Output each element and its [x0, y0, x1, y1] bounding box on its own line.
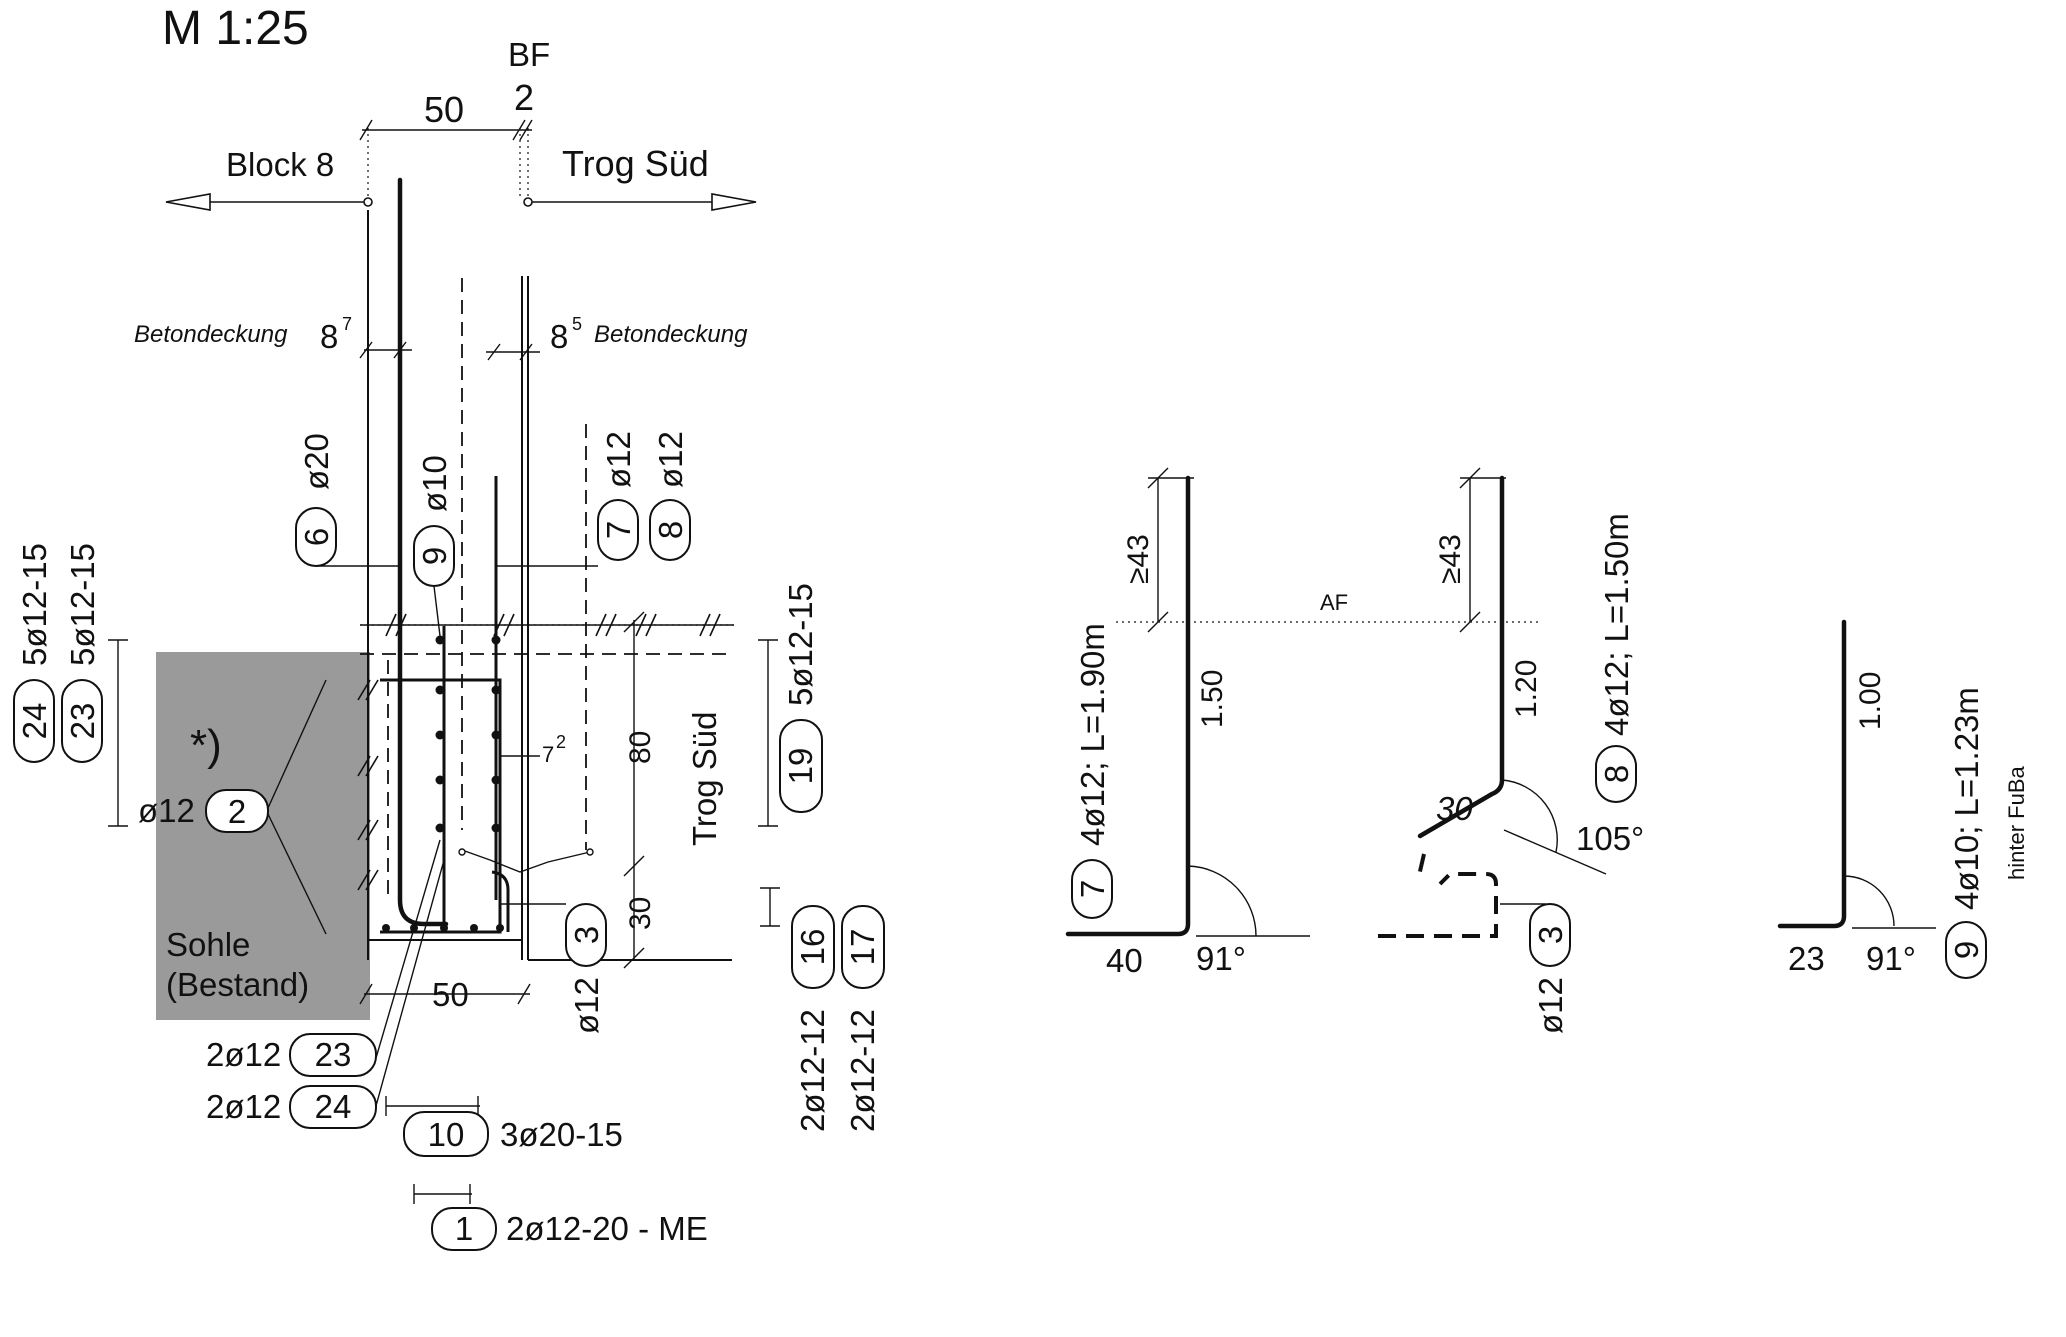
af-label: AF — [1320, 590, 1348, 615]
dim-7: 7 — [542, 742, 554, 767]
cover-right-value: 8 — [550, 318, 568, 355]
shape-7-leg: 40 — [1106, 942, 1143, 979]
top-dimension: BF 2 50 — [359, 36, 550, 141]
dim-50-bottom: 50 — [432, 976, 469, 1013]
shape-7-spec: 4ø12; L=1.90m — [1074, 623, 1111, 846]
bar-3-tag: 3 — [568, 926, 605, 944]
bar-9-tag: 9 — [416, 547, 453, 565]
shape-bar-7: ≥43 1.50 7 4ø12; L=1.90m 40 91° — [1065, 467, 1310, 979]
bar-23-spec: 5ø12-15 — [64, 543, 101, 666]
bar-24-spec: 5ø12-15 — [16, 543, 53, 666]
shape-bar-8: ≥43 1.20 4ø12; L=1.50m 8 30 105° 3 ø12 — [1378, 467, 1644, 1034]
bar-19-callout: 19 5ø12-15 — [758, 583, 823, 827]
existing-slab — [156, 652, 370, 1020]
shape-8-dia2: ø12 — [1532, 977, 1569, 1034]
shape-9-leg: 23 — [1788, 940, 1825, 977]
cover-right-sup: 5 — [572, 314, 582, 334]
bar-9-dia: ø10 — [416, 455, 453, 512]
bottom-dim-50: 50 — [359, 976, 531, 1013]
bar-9-callout: 9 ø10 — [413, 455, 455, 637]
bar-10-callout: 10 3ø20-15 — [385, 1096, 623, 1157]
bar-1-tag: 1 — [455, 1210, 473, 1247]
bar-24b-spec: 2ø12 — [206, 1088, 281, 1125]
dim-80: 80 — [624, 731, 657, 764]
soil-line-1: Sohle — [166, 926, 250, 963]
trog-sued-vertical: Trog Süd — [686, 711, 723, 846]
cover-left-value: 8 — [320, 318, 338, 355]
bar-7-tag: 7 — [600, 521, 637, 539]
bar-19-spec: 5ø12-15 — [782, 583, 819, 706]
shape-8-tag: 8 — [1598, 765, 1635, 783]
concrete-cover: Betondeckung 8 7 8 5 Betondeckung — [134, 314, 748, 361]
bar-6-tag: 6 — [298, 528, 335, 546]
dim-30: 30 — [624, 897, 657, 930]
shape-9-tag: 9 — [1948, 941, 1985, 959]
cover-left-sup: 7 — [342, 314, 352, 334]
block-8-label: Block 8 — [226, 146, 334, 183]
footnote-star: *) — [190, 721, 222, 770]
bar-24-tag: 24 — [16, 703, 53, 740]
bar-23b-spec: 2ø12 — [206, 1036, 281, 1073]
bar-2-callout: ø12 2 — [138, 679, 327, 935]
bar-16-spec: 2ø12-12 — [794, 1009, 831, 1132]
width-dim-50: 50 — [424, 89, 464, 130]
bar-1-spec: 2ø12-20 - ME — [506, 1210, 708, 1247]
shape-7-angle: 91° — [1196, 940, 1246, 977]
shape-8-spec: 4ø12; L=1.50m — [1598, 513, 1635, 736]
shape-8-angle: 105° — [1576, 820, 1644, 857]
rebar-dots — [382, 635, 504, 932]
bar-6-callout: 6 ø20 — [295, 433, 400, 567]
dim-7-sup: 2 — [556, 732, 566, 752]
bf-dim: 2 — [514, 77, 534, 118]
bar-19-tag: 19 — [782, 748, 819, 785]
bar-16-tag: 16 — [794, 929, 831, 966]
bar-24-23-callout: 24 5ø12-15 23 5ø12-15 — [13, 543, 128, 827]
shape-8-top: ≥43 — [1434, 534, 1467, 584]
bar-7-8-callout: 7 ø12 8 ø12 — [496, 431, 691, 567]
bf-label: BF — [508, 36, 550, 73]
bar-8-tag: 8 — [652, 521, 689, 539]
bar-23-tag: 23 — [64, 703, 101, 740]
bar-3-callout: 3 ø12 — [500, 903, 607, 1034]
bar-10-tag: 10 — [428, 1116, 465, 1153]
shape-8-tag2: 3 — [1532, 926, 1569, 944]
shape-7-vertical: 1.50 — [1196, 670, 1229, 728]
bar-2-tag: 2 — [228, 793, 246, 830]
shape-bar-9: 1.00 4ø10; L=1.23m hinter FuBa 9 23 91° — [1777, 619, 2029, 979]
direction-labels: Block 8 Trog Süd — [165, 143, 757, 211]
bar-23b-tag: 23 — [315, 1036, 352, 1073]
bar-3-dia: ø12 — [568, 977, 605, 1034]
shape-8-vertical: 1.20 — [1510, 660, 1543, 718]
shape-9-spec: 4ø10; L=1.23m — [1948, 687, 1985, 910]
bar-10-spec: 3ø20-15 — [500, 1116, 623, 1153]
bar-6-dia: ø20 — [298, 433, 335, 490]
shape-8-leg: 30 — [1436, 790, 1473, 827]
wall-section — [156, 177, 734, 1020]
bar-16-17-callout: 16 2ø12-12 17 2ø12-12 — [760, 887, 885, 1132]
bar-7-dia: ø12 — [600, 431, 637, 488]
bar-2-dia: ø12 — [138, 792, 195, 829]
shape-9-note: hinter FuBa — [2004, 766, 2029, 880]
bar-24b-tag: 24 — [315, 1088, 352, 1125]
shape-9-vertical: 1.00 — [1854, 672, 1887, 730]
bar-8-dia: ø12 — [652, 431, 689, 488]
soil-line-2: (Bestand) — [166, 966, 309, 1003]
cover-left-label: Betondeckung — [134, 321, 288, 348]
shape-9-angle: 91° — [1866, 940, 1916, 977]
scale-label: M 1:25 — [162, 2, 309, 55]
cover-right-label: Betondeckung — [594, 321, 748, 348]
bar-17-tag: 17 — [844, 929, 881, 966]
trog-sued-top-label: Trog Süd — [562, 143, 709, 184]
bar-1-callout: 1 2ø12-20 - ME — [413, 1184, 708, 1251]
shape-7-top: ≥43 — [1122, 534, 1155, 584]
right-dimensions: 80 30 Trog Süd 7 2 — [500, 611, 723, 969]
shape-7-tag: 7 — [1074, 880, 1111, 898]
bar-23-24-bottom-callout: 2ø12 23 2ø12 24 — [206, 839, 445, 1129]
bar-17-spec: 2ø12-12 — [844, 1009, 881, 1132]
